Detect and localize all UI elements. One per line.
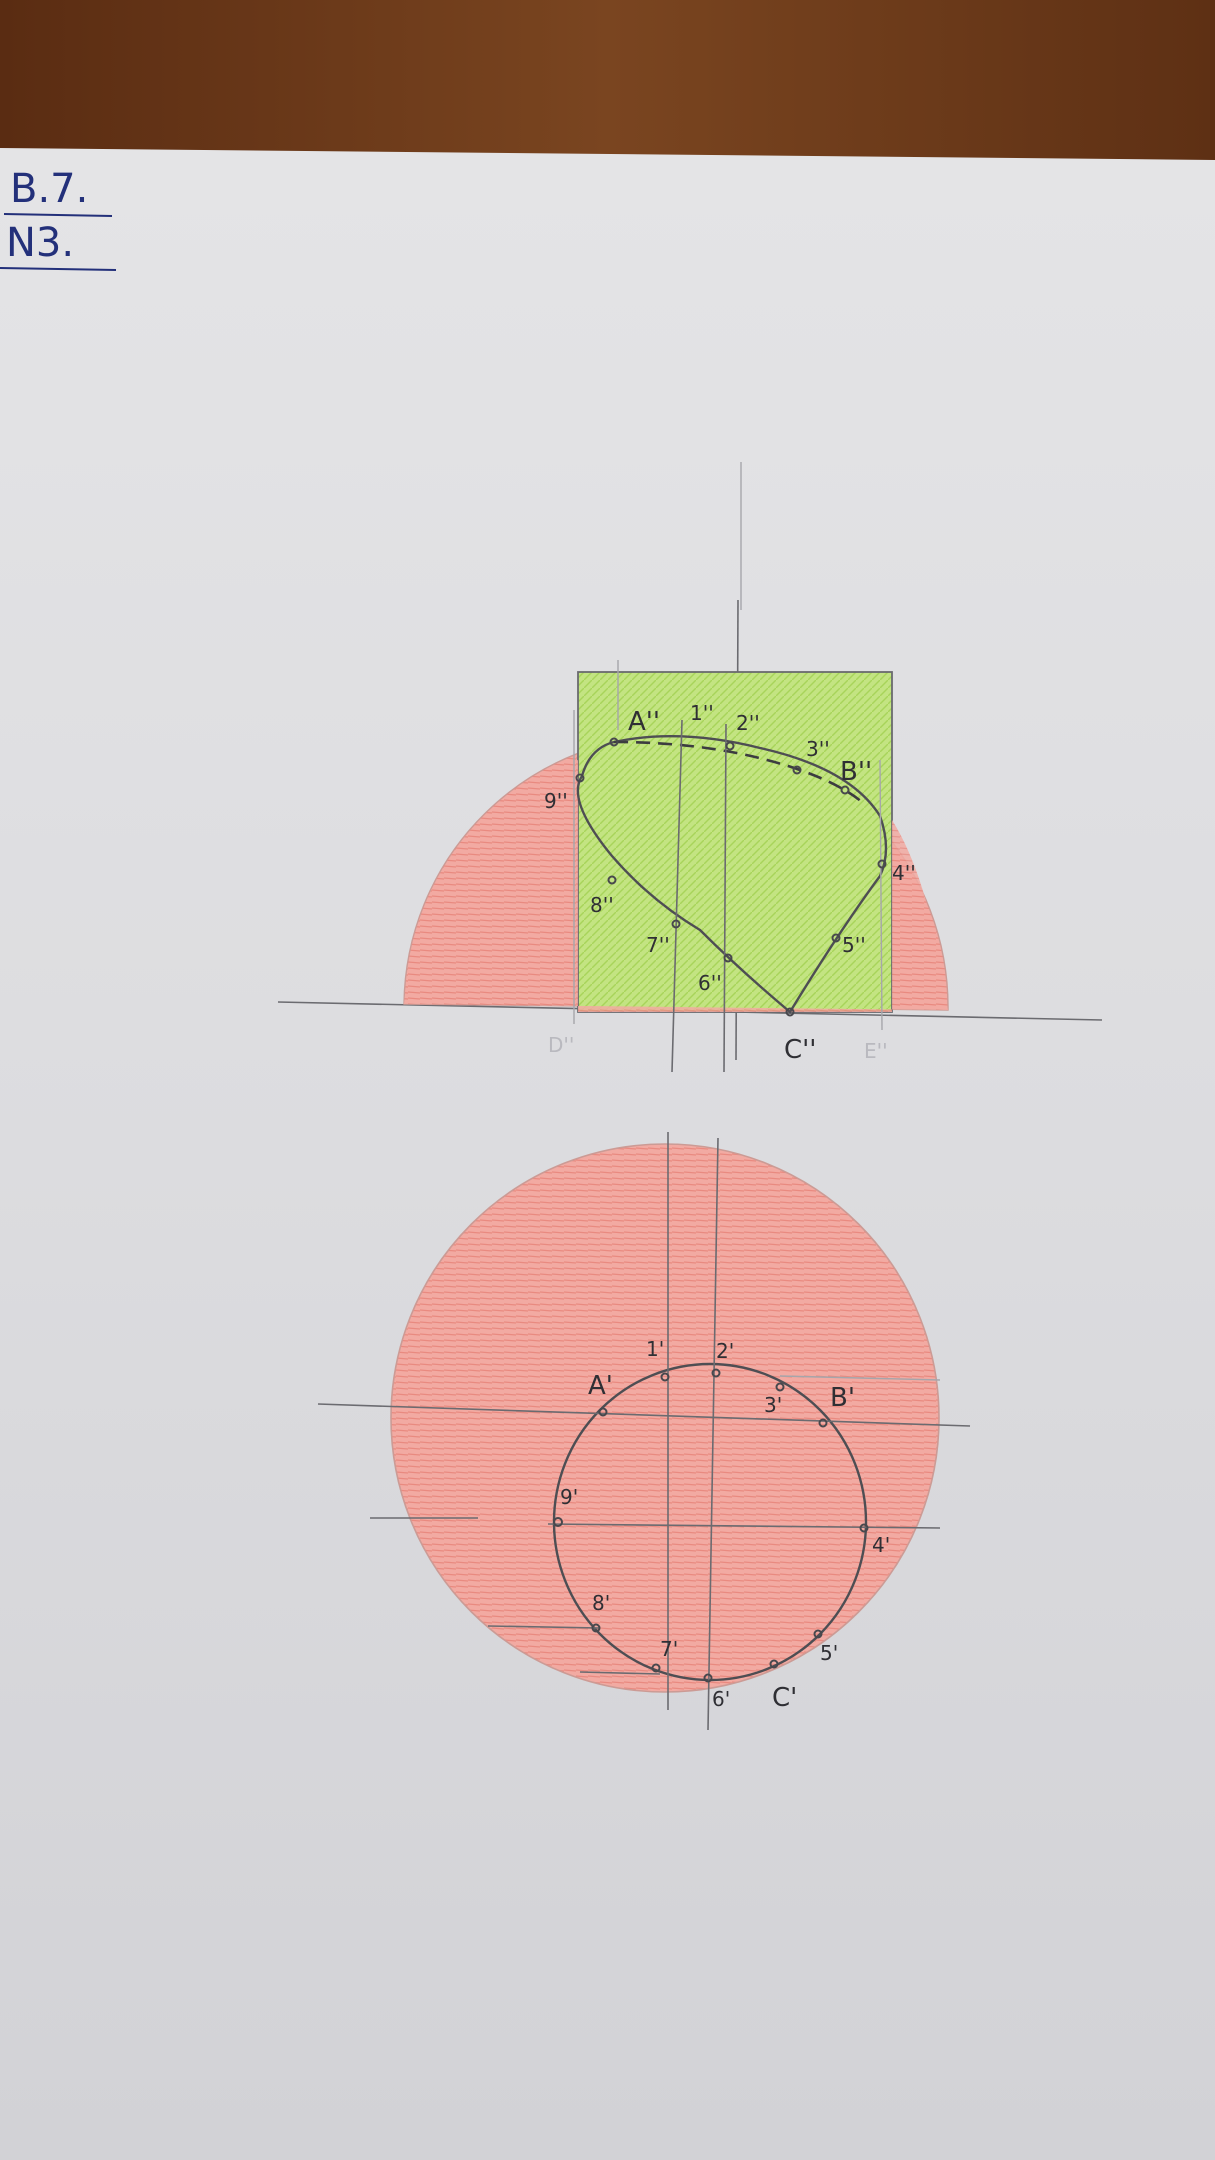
point-5-top [813,1629,823,1639]
top-line-8 [487,1625,601,1629]
top-line-7 [579,1671,661,1675]
corner-note-line1: B.7. [10,166,88,212]
wooden-desk [0,0,1215,170]
label-6-front: 6'' [698,971,722,995]
top-axis-vertical-2 [707,1137,719,1731]
hidden-section-line [613,740,863,804]
label-b-front: B'' [840,757,872,787]
label-2-front: 2'' [736,711,760,735]
label-1-top: 1' [646,1337,664,1361]
label-8-top: 8' [592,1591,610,1615]
label-3-front: 3'' [806,737,830,761]
point-c-top [769,1659,779,1669]
point-c-front [785,1007,795,1017]
point-9-top [553,1517,563,1527]
point-7-front [671,919,681,929]
proj-line-2 [723,723,727,1073]
point-2-top [711,1368,721,1378]
point-6-top [703,1673,713,1683]
label-d-front: D'' [548,1033,574,1057]
point-3-top [775,1382,785,1392]
point-9-front [575,773,585,783]
label-5-top: 5' [820,1641,838,1665]
label-9-top: 9' [560,1485,578,1509]
point-b-front [840,785,850,795]
point-b-top [818,1418,828,1428]
point-2-front [725,741,735,751]
corner-note-underline1 [3,213,113,217]
prism-front [577,671,893,1013]
corner-note-line2: N3. [6,220,74,266]
label-2-top: 2' [716,1339,734,1363]
corner-note-underline2 [0,267,117,271]
top-axis-horizontal-2 [547,1523,941,1529]
point-4-top [859,1523,869,1533]
top-axis-horizontal [317,1403,971,1427]
point-a-top [598,1407,608,1417]
point-5-front [831,933,841,943]
point-3-front [792,765,802,775]
point-a-front [609,737,619,747]
section-curve-front [576,735,888,1014]
point-4-front [877,859,887,869]
point-6-front [723,953,733,963]
point-7-top [651,1663,661,1673]
label-b-top: B' [830,1383,855,1413]
point-1-top [660,1372,670,1382]
label-a-top: A' [588,1371,613,1401]
corner-note: B.7. N3. [0,166,117,271]
label-3-top: 3' [764,1393,782,1417]
point-8-front [607,875,617,885]
proj-line-1 [671,719,683,1073]
label-9-front: 9'' [544,789,568,813]
sphere-top [390,1143,940,1693]
top-view: A' 1' 2' 3' B' 9' 4' 8' 7' 6' C' 5' [317,1132,971,1731]
proj-line-e [879,759,883,1031]
hemisphere-overlap [404,760,948,1012]
label-c-front: C'' [784,1035,816,1065]
label-4-top: 4' [872,1533,890,1557]
label-7-top: 7' [660,1637,678,1661]
label-a-front: A'' [628,707,660,737]
label-4-front: 4'' [892,861,916,885]
label-c-top: C' [772,1683,797,1713]
front-view: A'' 1'' 2'' 3'' B'' 9'' 4'' 8'' 7'' 6'' … [277,462,1103,1073]
label-1-front: 1'' [690,701,714,725]
label-e-front: E'' [864,1039,888,1063]
label-6-top: 6' [712,1687,730,1711]
top-line-b [779,1375,941,1381]
label-8-front: 8'' [590,893,614,917]
label-7-front: 7'' [646,933,670,957]
point-8-top [591,1623,601,1633]
label-5-front: 5'' [842,933,866,957]
